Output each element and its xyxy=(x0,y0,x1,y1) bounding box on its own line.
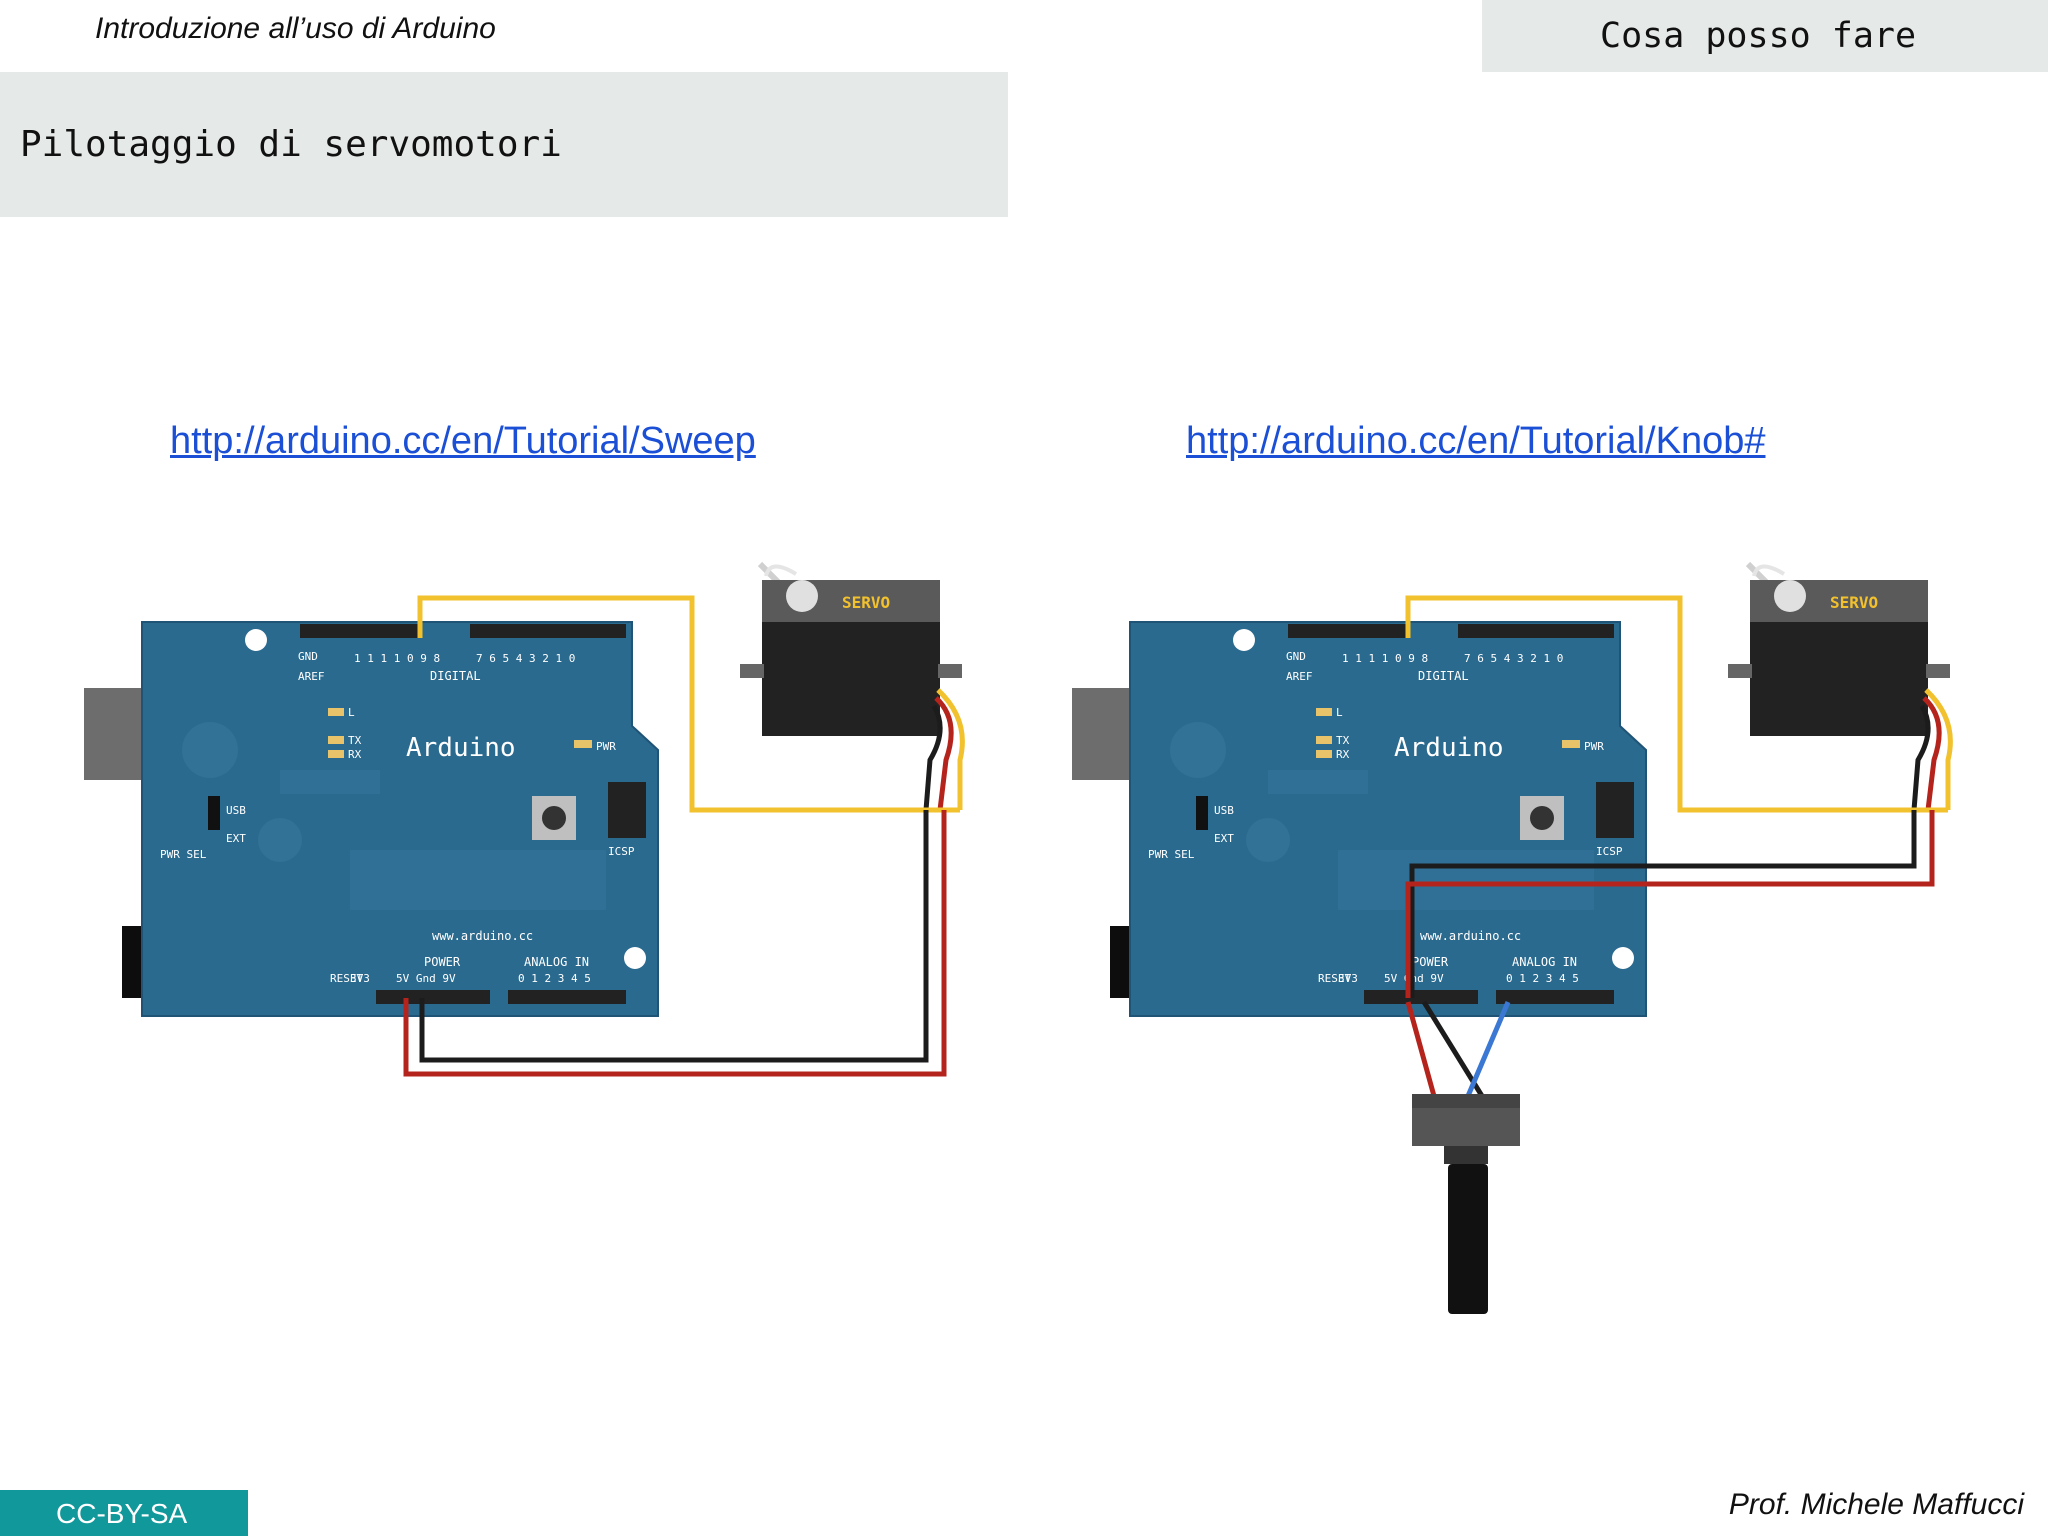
board-3v3-label: 3V3 xyxy=(1338,972,1358,985)
board-icsp-label: ICSP xyxy=(608,845,635,858)
board-usb-label: USB xyxy=(226,804,246,817)
board-website: www.arduino.cc xyxy=(1420,929,1521,943)
sweep-circuit-diagram: Arduino DIGITAL 1 1 1 1 0 9 8 7 6 5 4 3 … xyxy=(83,540,1020,1077)
course-title: Introduzione all’uso di Arduino xyxy=(95,12,496,45)
board-icsp-label: ICSP xyxy=(1596,845,1623,858)
power-wire xyxy=(1405,810,1935,998)
board-pwr-label: PWR xyxy=(1584,740,1604,753)
signal-wire xyxy=(417,595,960,813)
board-ext-label: EXT xyxy=(1214,832,1234,845)
board-digital-pins-low: 7 6 5 4 3 2 1 0 xyxy=(476,652,575,665)
board-digital-pins-high: 1 1 1 1 0 9 8 xyxy=(354,652,440,665)
knob-tutorial-link[interactable]: http://arduino.cc/en/Tutorial/Knob# xyxy=(1186,420,1766,462)
servo-label: SERVO xyxy=(1830,593,1878,612)
board-power-label: POWER xyxy=(424,955,461,969)
board-l-label: L xyxy=(1336,706,1343,719)
board-gnd-label: GND xyxy=(298,650,318,663)
board-tx-label: TX xyxy=(348,734,362,747)
board-reset-label: RESET xyxy=(1318,972,1351,985)
servo-ground-cable xyxy=(1911,704,1931,811)
board-pwr-label: PWR xyxy=(596,740,616,753)
sweep-tutorial-link[interactable]: http://arduino.cc/en/Tutorial/Sweep xyxy=(170,420,756,462)
servo-motor: SERVO xyxy=(740,564,962,736)
board-rx-label: RX xyxy=(1336,748,1350,761)
board-digital-pins-high: 1 1 1 1 0 9 8 xyxy=(1342,652,1428,665)
board-aref-label: AREF xyxy=(298,670,325,683)
board-website: www.arduino.cc xyxy=(432,929,533,943)
board-name: Arduino xyxy=(406,733,516,763)
servo-power-cable xyxy=(934,696,954,811)
potentiometer xyxy=(1412,1094,1520,1314)
board-pwr-sel-label: PWR SEL xyxy=(160,848,207,861)
servo-power-cable xyxy=(1922,696,1942,811)
license-label: CC-BY-SA xyxy=(56,1498,188,1529)
ground-wire xyxy=(1409,810,1917,998)
section-header: Cosa posso fare xyxy=(1482,0,2048,72)
board-digital-label: DIGITAL xyxy=(1418,669,1469,683)
board-reset-label: RESET xyxy=(330,972,363,985)
board-power-label: POWER xyxy=(1412,955,1449,969)
license-badge: CC-BY-SA xyxy=(0,1490,248,1536)
servo-ground-cable xyxy=(923,704,943,811)
slide-title-box: Pilotaggio di servomotori xyxy=(0,72,1008,217)
board-analog-label: ANALOG IN xyxy=(524,955,589,969)
pot-power-wire xyxy=(1405,1001,1437,1097)
board-analog-pins: 0 1 2 3 4 5 xyxy=(1506,972,1579,985)
board-tx-label: TX xyxy=(1336,734,1350,747)
ground-wire xyxy=(419,810,929,1063)
slide-title: Pilotaggio di servomotori xyxy=(20,124,562,165)
board-l-label: L xyxy=(348,706,355,719)
board-digital-pins-low: 7 6 5 4 3 2 1 0 xyxy=(1464,652,1563,665)
board-ext-label: EXT xyxy=(226,832,246,845)
board-3v3-label: 3V3 xyxy=(350,972,370,985)
board-gnd-label: GND xyxy=(1286,650,1306,663)
board-name: Arduino xyxy=(1394,733,1504,763)
board-rx-label: RX xyxy=(348,748,362,761)
knob-circuit-diagram: Arduino DIGITAL 1 1 1 1 0 9 8 7 6 5 4 3 … xyxy=(1071,540,2008,1314)
section-label: Cosa posso fare xyxy=(1600,16,1917,56)
servo-label: SERVO xyxy=(842,593,890,612)
board-analog-label: ANALOG IN xyxy=(1512,955,1577,969)
servo-signal-cable xyxy=(1924,688,1953,810)
signal-wire xyxy=(1405,595,1948,813)
power-wire xyxy=(403,810,947,1077)
servo-signal-cable xyxy=(936,688,965,810)
board-pwr-sel-label: PWR SEL xyxy=(1148,848,1195,861)
board-usb-label: USB xyxy=(1214,804,1234,817)
author-name: Prof. Michele Maffucci xyxy=(1728,1488,2024,1521)
pot-signal-wire xyxy=(1465,1001,1511,1097)
board-digital-label: DIGITAL xyxy=(430,669,481,683)
board-aref-label: AREF xyxy=(1286,670,1313,683)
board-power-pins: 5V Gnd 9V xyxy=(396,972,456,985)
servo-motor: SERVO xyxy=(1728,564,1950,736)
board-analog-pins: 0 1 2 3 4 5 xyxy=(518,972,591,985)
